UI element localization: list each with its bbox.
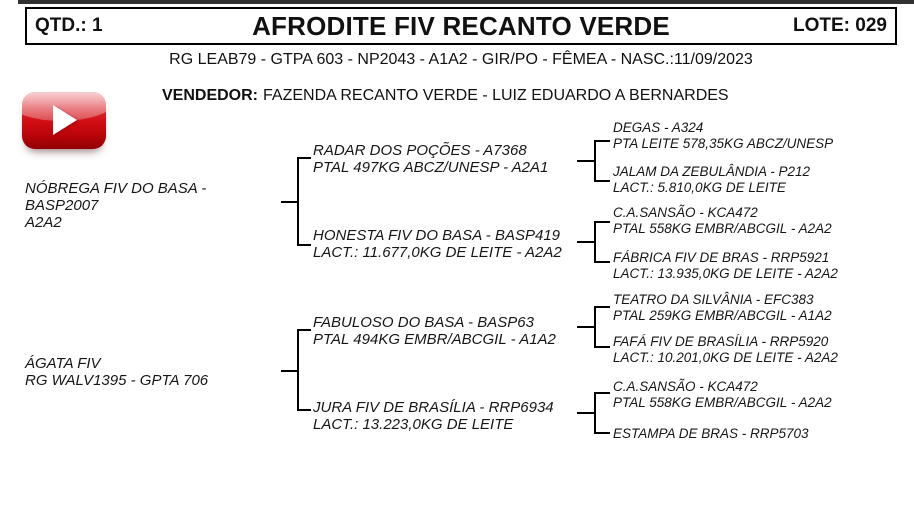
- animal-detail: PTAL 497KG ABCZ/UNESP - A2A1: [313, 159, 549, 176]
- node-sire-dam: HONESTA FIV DO BASA - BASP419 LACT.: 11.…: [313, 227, 562, 261]
- subject-info-line: RG LEAB79 - GTPA 603 - NP2043 - A1A2 - G…: [169, 51, 753, 68]
- header-box: QTD.: 1 AFRODITE FIV RECANTO VERDE LOTE:…: [25, 7, 897, 45]
- pedigree-bracket: [594, 306, 610, 348]
- node-sire-sire: RADAR DOS POÇÕES - A7368 PTAL 497KG ABCZ…: [313, 142, 548, 176]
- pedigree-connector: [577, 326, 595, 328]
- animal-detail: LACT.: 13.223,0KG DE LEITE: [313, 416, 514, 433]
- animal-detail: BASP2007: [25, 197, 99, 214]
- animal-detail: LACT.: 11.677,0KG DE LEITE - A2A2: [313, 244, 562, 261]
- node-great-grandparent-5: TEATRO DA SILVÂNIA - EFC383 PTAL 259KG E…: [613, 292, 832, 323]
- pedigree-bracket: [297, 329, 311, 411]
- animal-name: FÁBRICA FIV DE BRAS - RRP5921: [613, 250, 830, 265]
- node-great-grandparent-7: C.A.SANSÃO - KCA472 PTAL 558KG EMBR/ABCG…: [613, 379, 832, 410]
- animal-detail: RG WALV1395 - GPTA 706: [25, 372, 209, 389]
- animal-detail: LACT.: 10.201,0KG DE LEITE - A2A2: [613, 349, 838, 365]
- node-great-grandparent-4: FÁBRICA FIV DE BRAS - RRP5921 LACT.: 13.…: [613, 250, 838, 281]
- node-great-grandparent-8: ESTAMPA DE BRAS - RRP5703: [613, 426, 809, 442]
- node-great-grandparent-6: FAFÁ FIV DE BRASÍLIA - RRP5920 LACT.: 10…: [613, 334, 838, 365]
- node-dam: ÁGATA FIV RG WALV1395 - GPTA 706: [25, 355, 208, 389]
- lot-number-label: LOTE: 029: [793, 15, 887, 36]
- pedigree-connector: [577, 160, 595, 162]
- animal-name: NÓBREGA FIV DO BASA -: [25, 180, 207, 197]
- top-divider: [18, 0, 914, 4]
- pedigree-connector: [281, 370, 298, 372]
- quantity-label: QTD.: 1: [35, 15, 103, 36]
- node-great-grandparent-2: JALAM DA ZEBULÂNDIA - P212 LACT.: 5.810,…: [613, 164, 810, 195]
- pedigree-bracket: [594, 140, 610, 182]
- animal-name: ESTAMPA DE BRAS - RRP5703: [613, 426, 809, 441]
- play-icon: [53, 105, 77, 135]
- pedigree-connector: [281, 201, 298, 203]
- page-title: AFRODITE FIV RECANTO VERDE: [252, 10, 670, 41]
- animal-name: DEGAS - A324: [613, 120, 704, 135]
- animal-name: C.A.SANSÃO - KCA472: [613, 205, 758, 220]
- animal-name: FAFÁ FIV DE BRASÍLIA - RRP5920: [613, 334, 829, 349]
- pedigree-bracket: [297, 157, 311, 246]
- vendor-value: FAZENDA RECANTO VERDE - LUIZ EDUARDO A B…: [263, 87, 729, 104]
- animal-name: TEATRO DA SILVÂNIA - EFC383: [613, 292, 814, 307]
- animal-detail: PTAL 558KG EMBR/ABCGIL - A2A2: [613, 394, 832, 410]
- animal-name: JURA FIV DE BRASÍLIA - RRP6934: [313, 399, 554, 416]
- pedigree-bracket: [594, 221, 610, 263]
- vendor-label: VENDEDOR:: [162, 87, 259, 104]
- node-great-grandparent-1: DEGAS - A324 PTA LEITE 578,35KG ABCZ/UNE…: [613, 120, 833, 151]
- animal-detail: PTAL 558KG EMBR/ABCGIL - A2A2: [613, 220, 832, 236]
- node-great-grandparent-3: C.A.SANSÃO - KCA472 PTAL 558KG EMBR/ABCG…: [613, 205, 832, 236]
- play-video-button[interactable]: [22, 92, 106, 149]
- animal-detail: PTA LEITE 578,35KG ABCZ/UNESP: [613, 135, 834, 151]
- animal-detail: A2A2: [25, 214, 62, 231]
- pedigree-bracket: [594, 392, 610, 434]
- animal-name: HONESTA FIV DO BASA - BASP419: [313, 227, 561, 244]
- animal-detail: LACT.: 13.935,0KG DE LEITE - A2A2: [613, 265, 838, 281]
- node-dam-sire: FABULOSO DO BASA - BASP63 PTAL 494KG EMB…: [313, 314, 556, 348]
- node-dam-dam: JURA FIV DE BRASÍLIA - RRP6934 LACT.: 13…: [313, 399, 554, 433]
- animal-name: C.A.SANSÃO - KCA472: [613, 379, 758, 394]
- animal-name: RADAR DOS POÇÕES - A7368: [313, 142, 527, 159]
- animal-detail: LACT.: 5.810,0KG DE LEITE: [613, 179, 786, 195]
- animal-name: JALAM DA ZEBULÂNDIA - P212: [613, 164, 811, 179]
- pedigree-connector: [577, 241, 595, 243]
- animal-name: FABULOSO DO BASA - BASP63: [313, 314, 534, 331]
- node-sire: NÓBREGA FIV DO BASA - BASP2007 A2A2: [25, 180, 206, 231]
- animal-name: ÁGATA FIV: [25, 355, 101, 372]
- vendor-line: VENDEDOR:FAZENDA RECANTO VERDE - LUIZ ED…: [162, 87, 729, 105]
- animal-detail: PTAL 494KG EMBR/ABCGIL - A1A2: [313, 331, 556, 348]
- pedigree-connector: [577, 412, 595, 414]
- animal-detail: PTAL 259KG EMBR/ABCGIL - A1A2: [613, 307, 832, 323]
